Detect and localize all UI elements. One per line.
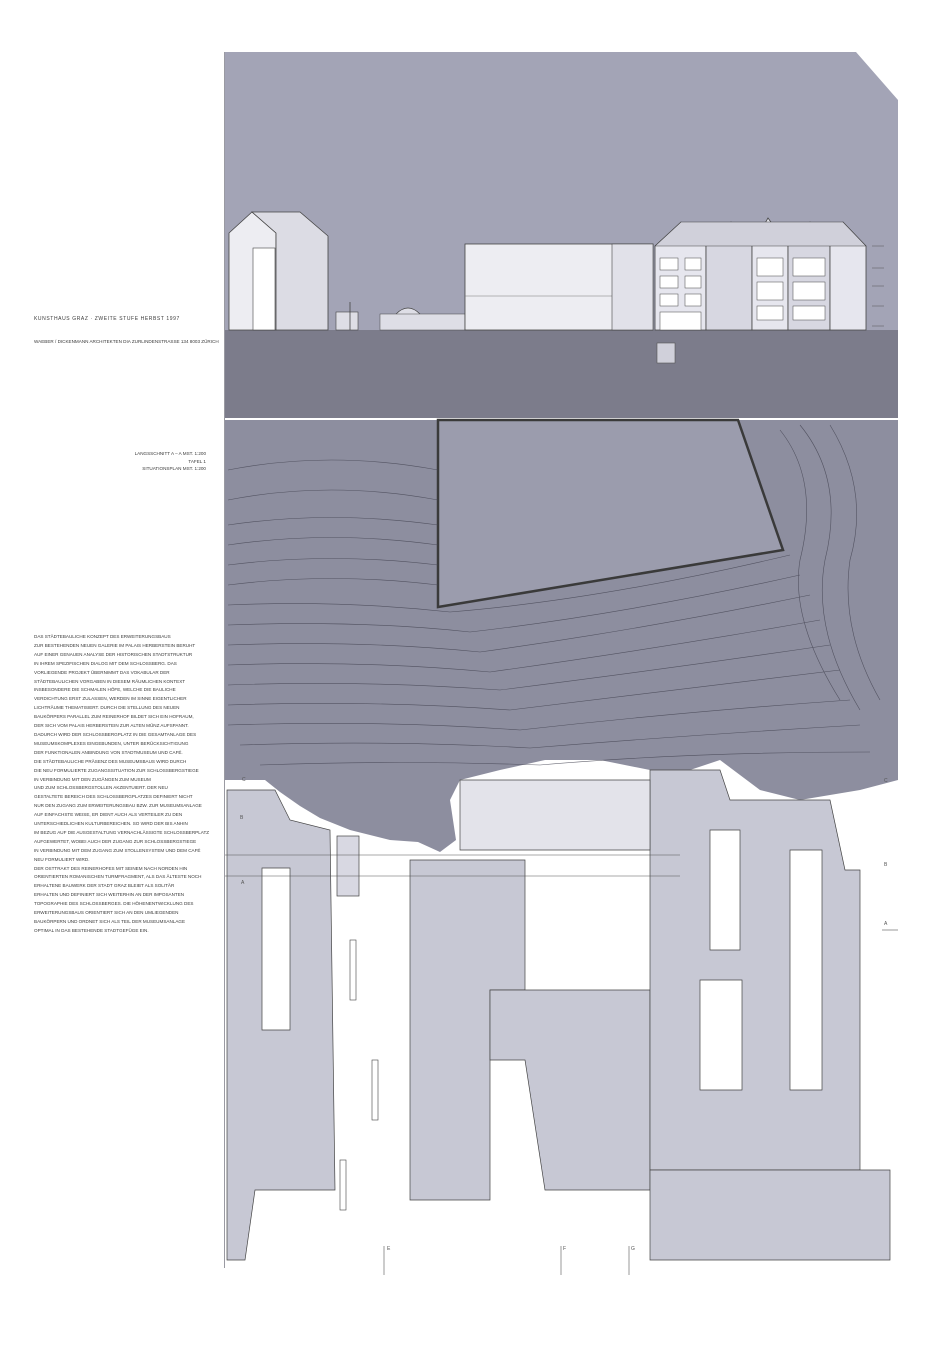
concept-line: NEU FORMULIERT WIRD.: [34, 856, 90, 862]
section-scale-label: LANGSSCHNITT A – A MST. 1:200: [134, 451, 206, 456]
east-court-3: [789, 849, 823, 1091]
section-basement-void: [656, 342, 676, 364]
section-marker-c-right: C: [884, 778, 888, 784]
concept-line: IN IHREM SPEZIFISCHEN DIALOG MIT DEM SCH…: [34, 660, 177, 666]
concept-text: DAS STÄDTEBAULICHE KONZEPT DES ERWEITERU…: [34, 633, 212, 936]
left-house-elevation: [228, 211, 329, 331]
concept-line: ERWEITERUNGSBAUS ORIENTIERT SICH AN DEN …: [34, 910, 179, 916]
architect-address: WAEBER / DICKENMANN ARCHITEKTEN DIA ZURL…: [34, 339, 219, 344]
concept-line: DER SICH VOM PALAIS HERBERSTEIN ZUR ALTE…: [34, 723, 189, 729]
west-building-court: [261, 867, 291, 1031]
site-plan-buildings: [226, 769, 891, 1261]
concept-line: ERHALTEN UND DEFINIERT SICH WEITERHIN AN…: [34, 892, 185, 898]
concept-line: UNTERSCHIEDLICHEN KULTURBEREICHEN. SO WI…: [34, 821, 188, 827]
section-marker-f: F: [563, 1246, 567, 1252]
concept-line: TOPOGRAPHIE DES SCHLOSSBERGES. DIE HÖHEN…: [34, 901, 194, 907]
concept-line: DADURCH WIRD DER SCHLOSSBERGPLATZ IN DIE…: [34, 731, 197, 737]
concept-line: ORIENTIERTEN ROMANISCHEN TURMFRAGMENT, A…: [34, 874, 202, 880]
section-ground: [225, 330, 898, 418]
section-marker-a-left: A: [241, 880, 245, 886]
section-marker-b-left: B: [240, 815, 244, 821]
east-court-2: [699, 979, 743, 1091]
section-marker-e: E: [387, 1246, 391, 1252]
stair-plan: [336, 835, 360, 897]
left-margin-rule: [224, 52, 225, 1268]
central-wing: [489, 989, 651, 1191]
gallery-plan: [459, 779, 651, 851]
level-ticks: [872, 245, 884, 327]
concept-line: ZUR BESTEHENDEN NEUEN GALERIE IM PALAIS …: [34, 642, 196, 648]
site-plan-grid: [225, 854, 898, 1275]
concept-line: UND ZUM SCHLOSSBERGSTOLLEN AKZENTUIERT. …: [34, 785, 168, 791]
middle-stair-elevation: [335, 302, 466, 331]
gallery-block-elevation: [464, 243, 654, 331]
concept-line: IM BEZUG AUF DIE AUSGESTALTUNG VERNACHLÄ…: [34, 829, 210, 835]
concept-line: VERDICHTUNG ERST ZULASSEN, WERDEN IM SIN…: [34, 696, 187, 702]
east-building-1: [649, 769, 861, 1171]
concept-line: DER OSTTRAKT DES REINERHOFES MIT SEINEM …: [34, 865, 188, 871]
concept-line: LICHTRÄUME THEMATISIERT. DURCH DIE STELL…: [34, 705, 180, 711]
concept-line: GESTALTETE BEREICH DES SCHLOSSBERGPLATZE…: [34, 794, 193, 800]
concept-line: MUSEUMSKOMPLEXES EINGEBUNDEN, UNTER BERÜ…: [34, 740, 189, 746]
section-marker-c-left: C: [242, 777, 246, 783]
concept-line: IN VERBINDUNG MIT DEN ZUGÄNGEN ZUM MUSEU…: [34, 776, 151, 782]
street-details: [339, 939, 379, 1211]
section-marker-a-right: A: [884, 921, 888, 927]
concept-line: DER FUNKTIONALEN ANBINDUNG VON STADTMUSE…: [34, 749, 183, 755]
concept-line: IN VERBINDUNG MIT DEM ZUGANG ZUM STOLLEN…: [34, 847, 201, 853]
concept-line: DAS STÄDTEBAULICHE KONZEPT DES ERWEITERU…: [34, 634, 171, 639]
upper-plateau: [436, 418, 785, 609]
east-lower-block: [649, 1169, 891, 1261]
concept-line: BAUKÖRPERN UND ORDNET SICH ALS TEIL DER …: [34, 919, 186, 924]
concept-line: DIE STÄDTEBAULICHE PRÄSENZ DES MUSEUMSBA…: [34, 758, 187, 764]
plate-label: TAFEL 1: [188, 458, 206, 464]
title-block: KUNSTHAUS GRAZ · ZWEITE STUFE HERBST 199…: [34, 316, 224, 345]
concept-line: NUR DEN ZUGANG ZUM ERWEITERUNGSBAU BZW. …: [34, 803, 202, 809]
concept-line: VORLIEGENDE PROJEKT ÜBERNIMMT DAS VOKABU…: [34, 669, 170, 675]
east-court-1: [709, 829, 741, 951]
concept-line: STÄDTEBAULICHEN VORGABEN IN DIESEM RÄUML…: [34, 678, 186, 684]
concept-line: AUF EINFACHSTE WEISE, ER DIENT AUCH ALS …: [34, 812, 183, 818]
concept-line: AUF EINER GENAUEN ANALYSE DER HISTORISCH…: [34, 651, 193, 657]
siteplan-scale-label: SITUATIONSPLAN MST. 1:200: [142, 466, 206, 471]
section-marker-g: G: [631, 1246, 635, 1252]
right-gabled-block-elevation: [654, 217, 867, 331]
concept-line: AUFGEWERTET, WOBEI AUCH DER ZUGANG ZUR S…: [34, 838, 197, 844]
concept-line: INSBESONDERE DIE SCHMALEN HÖFE, WELCHE D…: [34, 687, 176, 693]
concept-line: OPTIMAL IN DAS BESTEHENDE STADTGEFÜGE EI…: [34, 927, 149, 933]
concept-line: ERHALTENE BAUWERK DER STADT GRAZ BLEIBT …: [34, 883, 175, 889]
concept-line: DIE NEU FORMULIERTE ZUGANGSSITUATION ZUR…: [34, 767, 199, 773]
concept-line: BAUKÖRPERS PARALLEL ZUM REINERHOF BILDET…: [34, 714, 194, 720]
drawing-legend: LANGSSCHNITT A – A MST. 1:200 TAFEL 1 SI…: [110, 450, 206, 473]
project-title: KUNSTHAUS GRAZ · ZWEITE STUFE HERBST 199…: [34, 316, 180, 322]
contour-lines: [227, 424, 881, 766]
section-marker-b-right: B: [884, 862, 888, 868]
